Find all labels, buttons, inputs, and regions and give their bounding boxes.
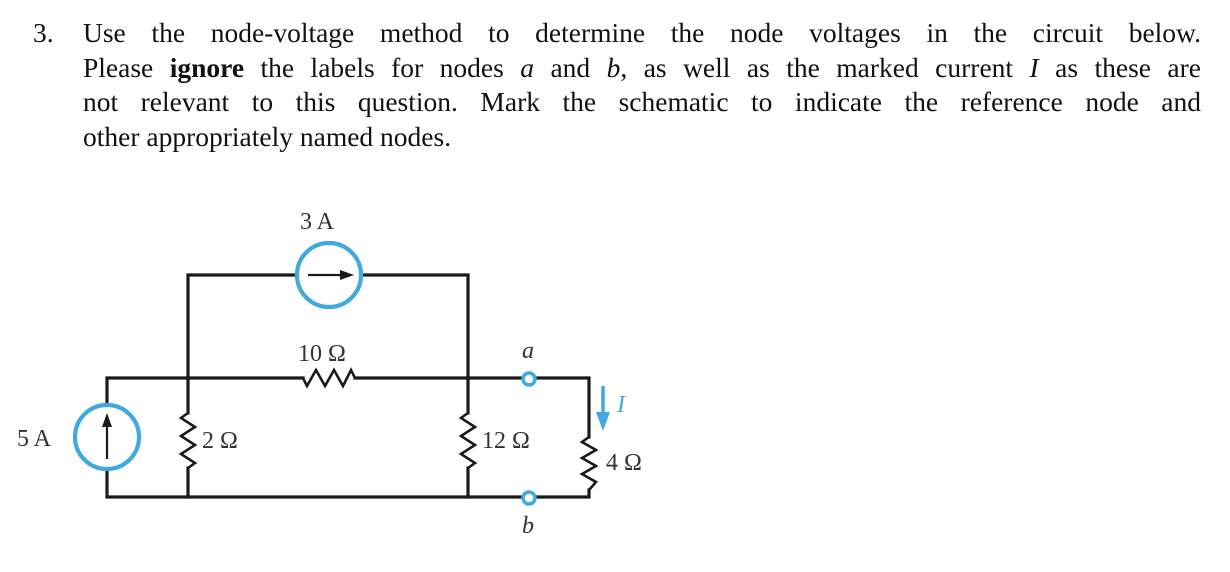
node-b-ref: b [606, 51, 621, 83]
node-a-ref: a [520, 51, 535, 83]
question-line-4: other appropriately named nodes. [83, 120, 452, 152]
question-text: Use the node-voltage method to determine… [83, 16, 1201, 154]
terminal-b-icon [521, 490, 537, 506]
text-fragment: as these are [1038, 51, 1201, 83]
resistor-12ohm-icon [458, 411, 478, 470]
label-node-b: b [522, 513, 534, 539]
wires [105, 273, 591, 499]
wire-to-4ohm [533, 376, 591, 439]
label-10ohm: 10 Ω [298, 341, 346, 367]
current-source-3A [294, 240, 364, 310]
question-line-2: Please ignore the labels for nodes a and… [83, 51, 1201, 86]
question-number: 3. [33, 17, 54, 48]
text-fragment: the labels for nodes [244, 51, 521, 83]
label-4ohm: 4 Ω [606, 450, 642, 476]
emphasis-ignore: ignore [169, 51, 245, 83]
label-current-I: I [616, 392, 626, 418]
text-fragment: , as well as the marked current [620, 51, 1030, 83]
terminal-a-icon [521, 371, 537, 387]
question-line-1: Use the node-voltage method to determine… [83, 17, 1201, 48]
arrow-down-icon [596, 412, 610, 431]
question-line-3: not relevant to this question. Mark the … [83, 86, 1201, 117]
current-I-arrow [596, 386, 610, 431]
label-node-a: a [522, 338, 534, 364]
arrow-up-icon [102, 413, 112, 427]
resistor-2ohm-icon [178, 411, 198, 470]
wire-top-left [186, 273, 298, 380]
current-ref: I [1029, 51, 1039, 83]
wire-mid-left [105, 376, 305, 406]
wire-top-right [360, 273, 470, 380]
wire-bottom [105, 468, 525, 499]
text-fragment: and [534, 51, 607, 83]
resistor-10ohm-icon [301, 367, 357, 389]
resistors [178, 367, 599, 491]
label-5A: 5 A [17, 426, 52, 452]
label-2ohm: 2 Ω [202, 428, 238, 454]
label-3A: 3 A [300, 209, 335, 235]
arrow-right-icon [340, 270, 354, 280]
resistor-4ohm-icon [579, 435, 599, 491]
label-12ohm: 12 Ω [482, 428, 530, 454]
current-source-5A [72, 402, 142, 472]
text-fragment: Please [83, 51, 170, 83]
wire-bottom-right [533, 488, 591, 499]
